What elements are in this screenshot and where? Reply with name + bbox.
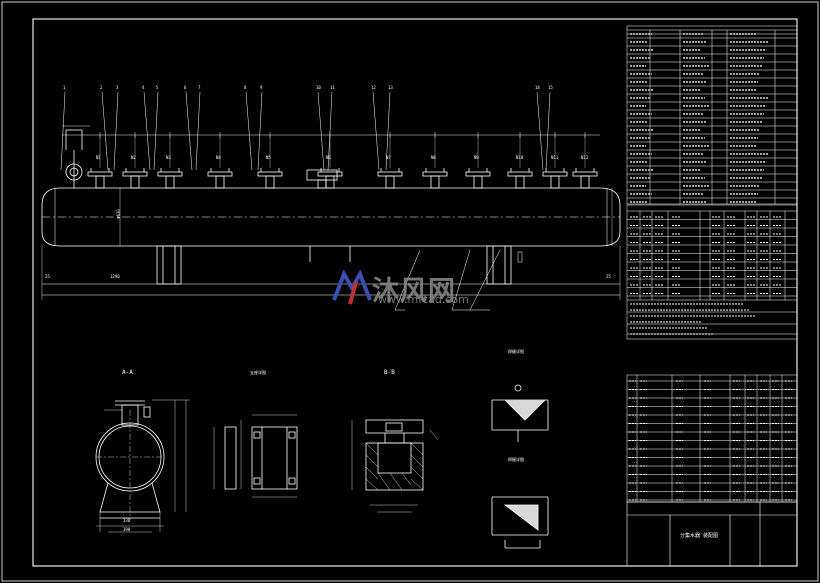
support-view-label: 支座详图	[250, 370, 266, 375]
callout-number: 5	[156, 85, 159, 90]
callout-number: 6	[184, 85, 187, 90]
nozzle	[465, 135, 491, 189]
callout-number: 2	[100, 85, 103, 90]
end-view-label: A-A	[122, 369, 133, 376]
callout-number: 10	[316, 85, 321, 90]
nozzle-mark: N3	[166, 155, 171, 160]
nozzle-mark: N4	[216, 155, 221, 160]
nozzle	[422, 135, 448, 189]
nozzle-row	[87, 135, 598, 189]
shell-dia-dim: Φ630	[115, 209, 121, 219]
nozzle-mark: N5	[266, 155, 271, 160]
nozzle	[207, 135, 233, 189]
callout-number: 14	[535, 85, 540, 90]
callout-number: 1	[63, 85, 66, 90]
top-dimension-chain	[62, 125, 600, 138]
nozzle-mark: N12	[581, 155, 589, 160]
nozzle	[87, 135, 113, 189]
right-end-dim: 25	[606, 274, 611, 279]
left-end-dim: 25	[45, 274, 50, 279]
title-block-text: 分集水器 装配图	[680, 533, 719, 539]
callout-number: 13	[388, 85, 393, 90]
callout-number: 9	[260, 85, 263, 90]
end-width-1: 330	[123, 518, 131, 523]
watermark-brand: 沐风网	[372, 276, 456, 307]
nozzle-mark: N11	[551, 155, 559, 160]
callout-number: 15	[548, 85, 553, 90]
bill-of-materials	[626, 374, 798, 503]
nozzle-mark: N6	[326, 155, 331, 160]
callout-number: 8	[244, 85, 247, 90]
overall-dim: 1290	[110, 274, 120, 279]
callout-number: 11	[330, 85, 335, 90]
nozzle-mark: N7	[386, 155, 391, 160]
end-width-2: 390	[123, 527, 131, 532]
nozzle-mark: N10	[516, 155, 524, 160]
support-detail	[213, 414, 298, 498]
callout-number: 3	[116, 85, 119, 90]
callout-number: 12	[371, 85, 376, 90]
nozzle-mark: N9	[474, 155, 479, 160]
callout-number: 4	[142, 85, 145, 90]
watermark-url: www.mfcad.com	[378, 293, 469, 306]
nozzle	[257, 135, 283, 189]
title-block	[626, 501, 798, 567]
callout-number: 7	[198, 85, 201, 90]
nozzle	[157, 135, 183, 189]
nozzle-table	[626, 204, 798, 340]
nozzle-mark: N1	[96, 155, 101, 160]
nozzle-mark: N2	[131, 155, 136, 160]
nozzle	[377, 135, 403, 189]
callout-leaders	[60, 91, 551, 171]
weld-bottom-label: 焊缝详图	[508, 457, 524, 462]
nozzle-mark: N8	[431, 155, 436, 160]
nozzle-detail-label: B-B	[384, 369, 395, 376]
weld-top-label: 焊缝详图	[508, 349, 524, 354]
end-view	[95, 399, 190, 533]
nozzle-detail	[351, 419, 439, 513]
weld-detail-top	[491, 384, 549, 442]
nozzle	[507, 135, 533, 189]
watermark-logo-icon	[332, 269, 372, 305]
technical-data-table	[626, 25, 798, 205]
bottom-leaders	[394, 249, 523, 311]
main-elevation-view	[41, 129, 621, 300]
nozzle	[572, 135, 598, 189]
weld-detail-bottom	[491, 496, 549, 549]
nozzle	[122, 135, 148, 189]
